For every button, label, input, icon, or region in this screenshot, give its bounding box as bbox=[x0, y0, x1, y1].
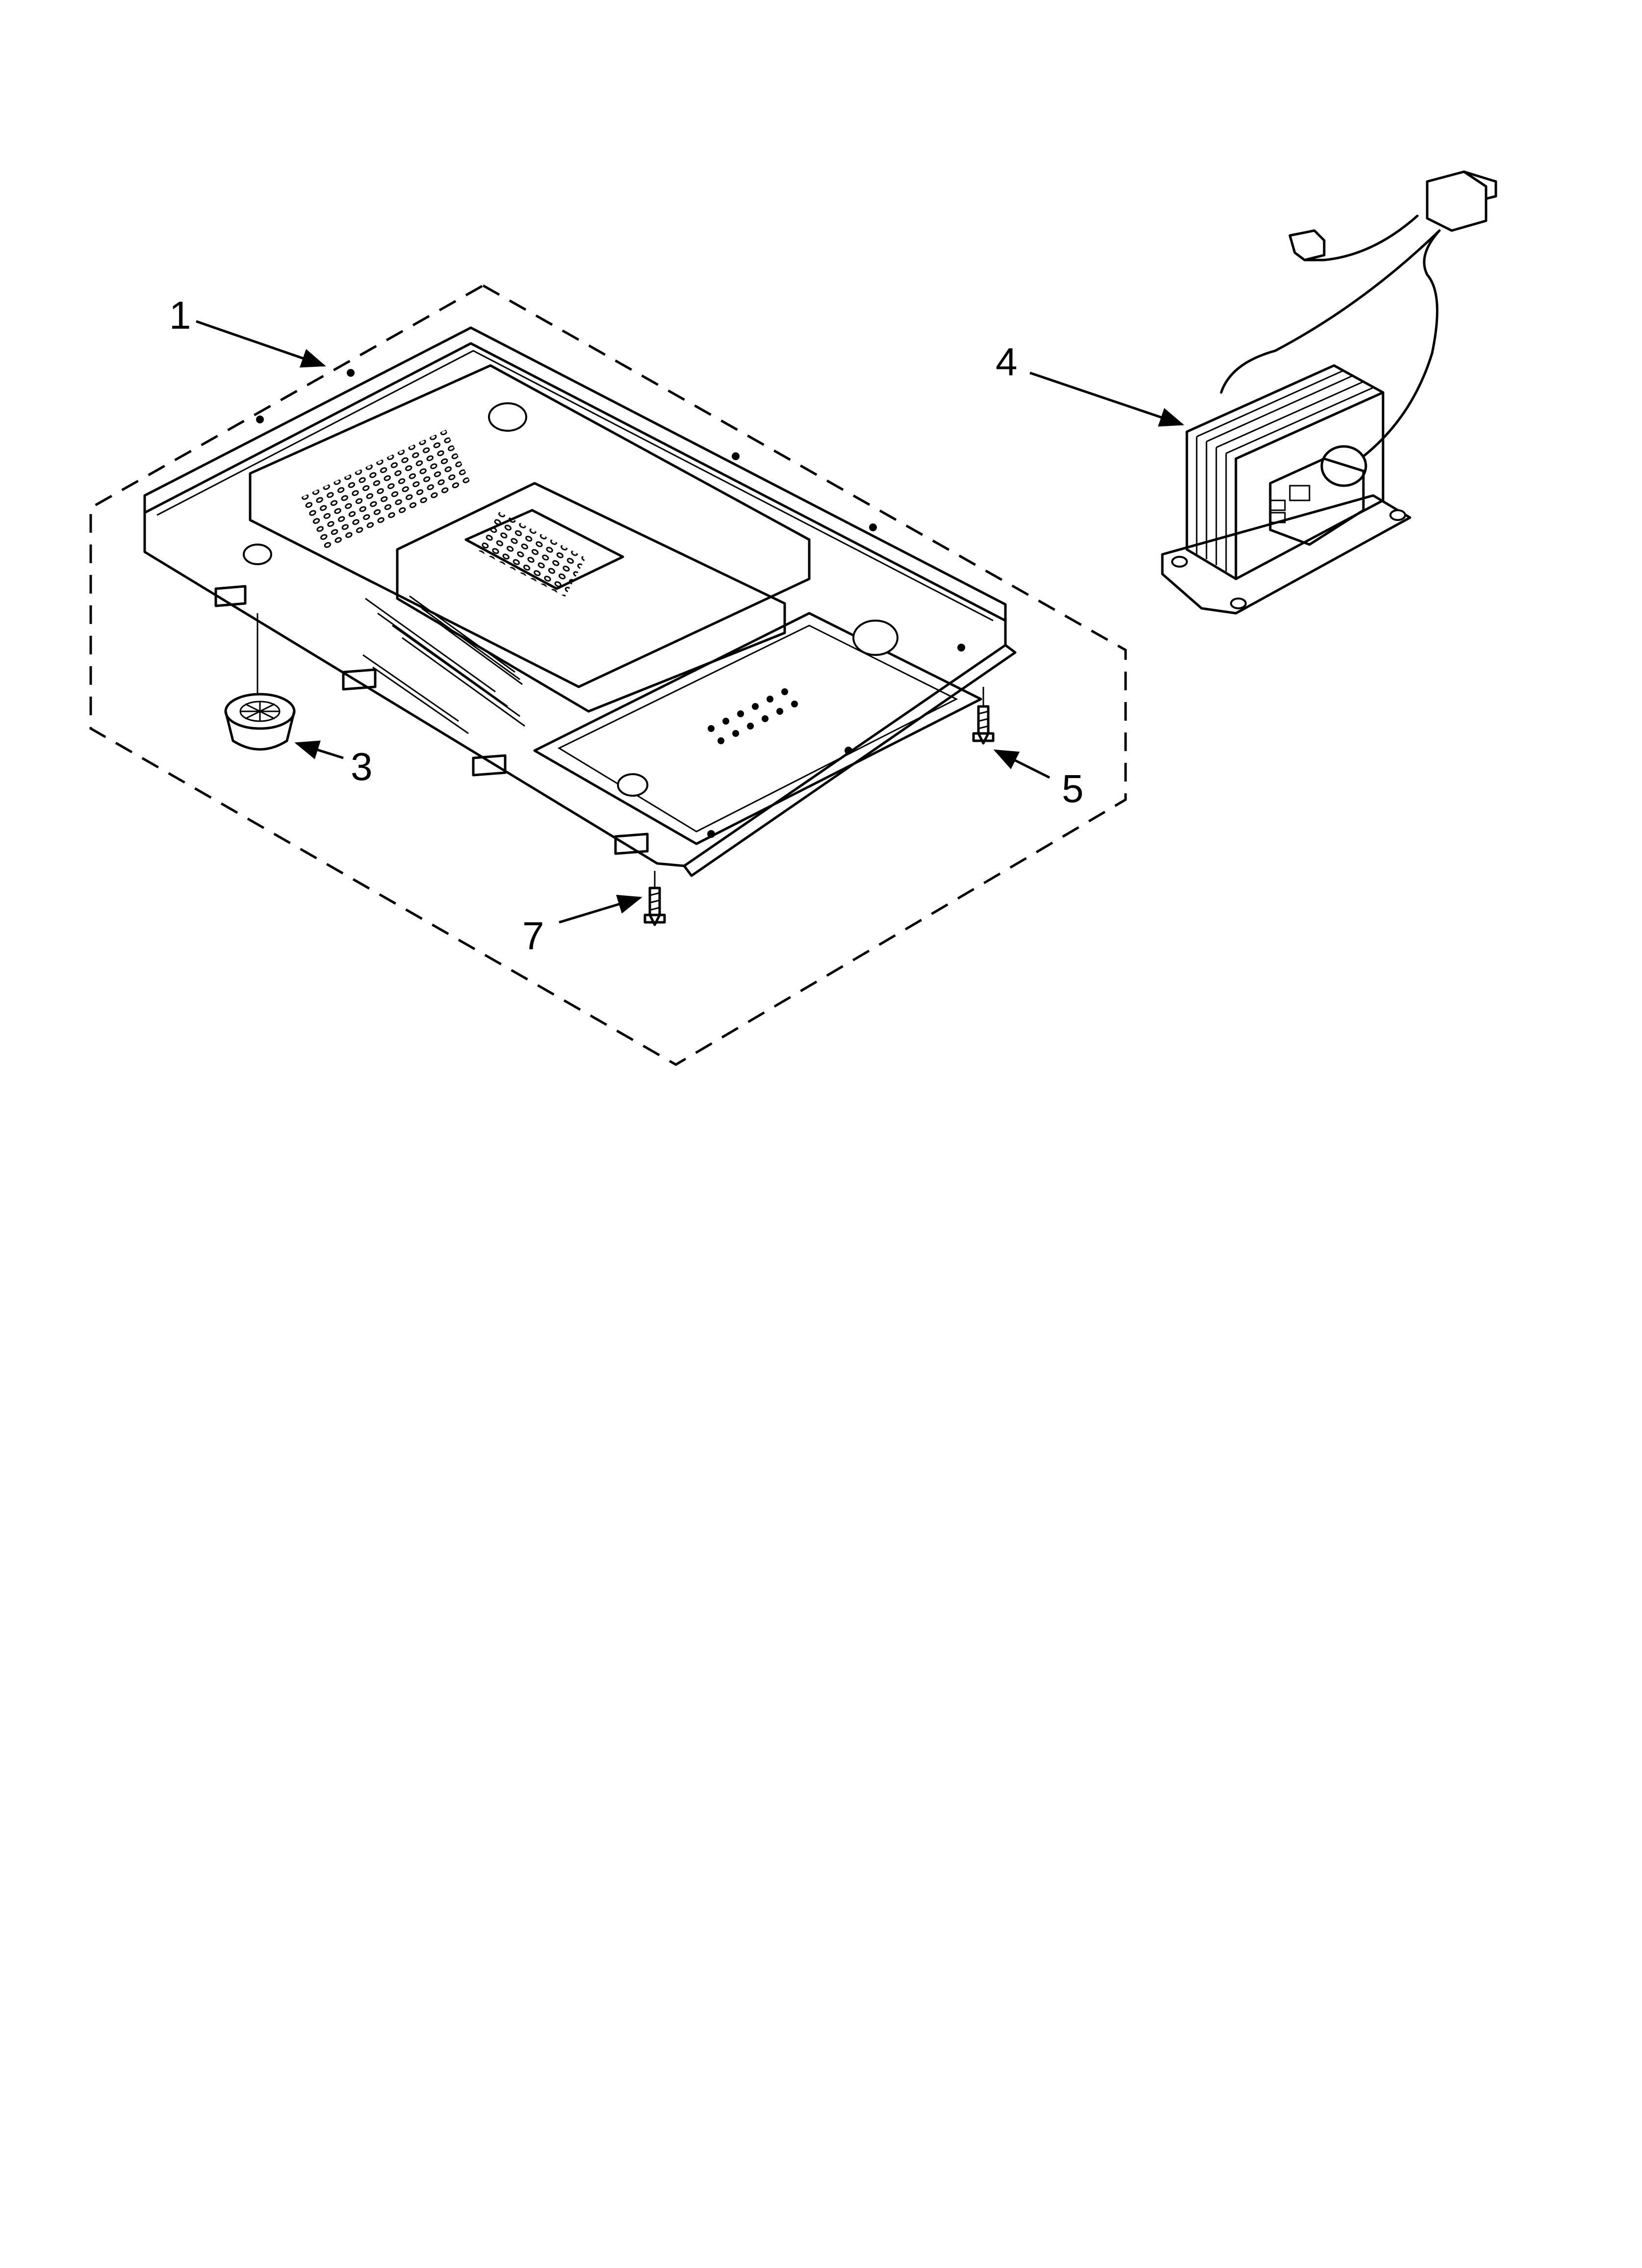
front-holes bbox=[708, 688, 798, 744]
callout-label-7: 7 bbox=[522, 914, 544, 958]
vent-holes-center bbox=[478, 512, 586, 597]
callout-label-1: 1 bbox=[169, 293, 191, 337]
leader-1 bbox=[196, 320, 326, 368]
louvers bbox=[362, 595, 525, 734]
assembly-boundary bbox=[89, 284, 1127, 1066]
base-plate bbox=[143, 326, 1017, 877]
leader-3 bbox=[294, 740, 344, 759]
foot bbox=[224, 613, 296, 751]
callout-label-4: 4 bbox=[996, 340, 1018, 384]
callout-label-3: 3 bbox=[351, 745, 373, 788]
leader-7 bbox=[559, 894, 642, 924]
vent-holes-left bbox=[299, 429, 471, 552]
transformer bbox=[1161, 170, 1497, 615]
screw-7 bbox=[643, 871, 666, 926]
screw-5 bbox=[972, 687, 995, 745]
leader-5 bbox=[993, 749, 1051, 779]
callout-label-5: 5 bbox=[1062, 767, 1084, 810]
leader-4 bbox=[1029, 371, 1184, 427]
